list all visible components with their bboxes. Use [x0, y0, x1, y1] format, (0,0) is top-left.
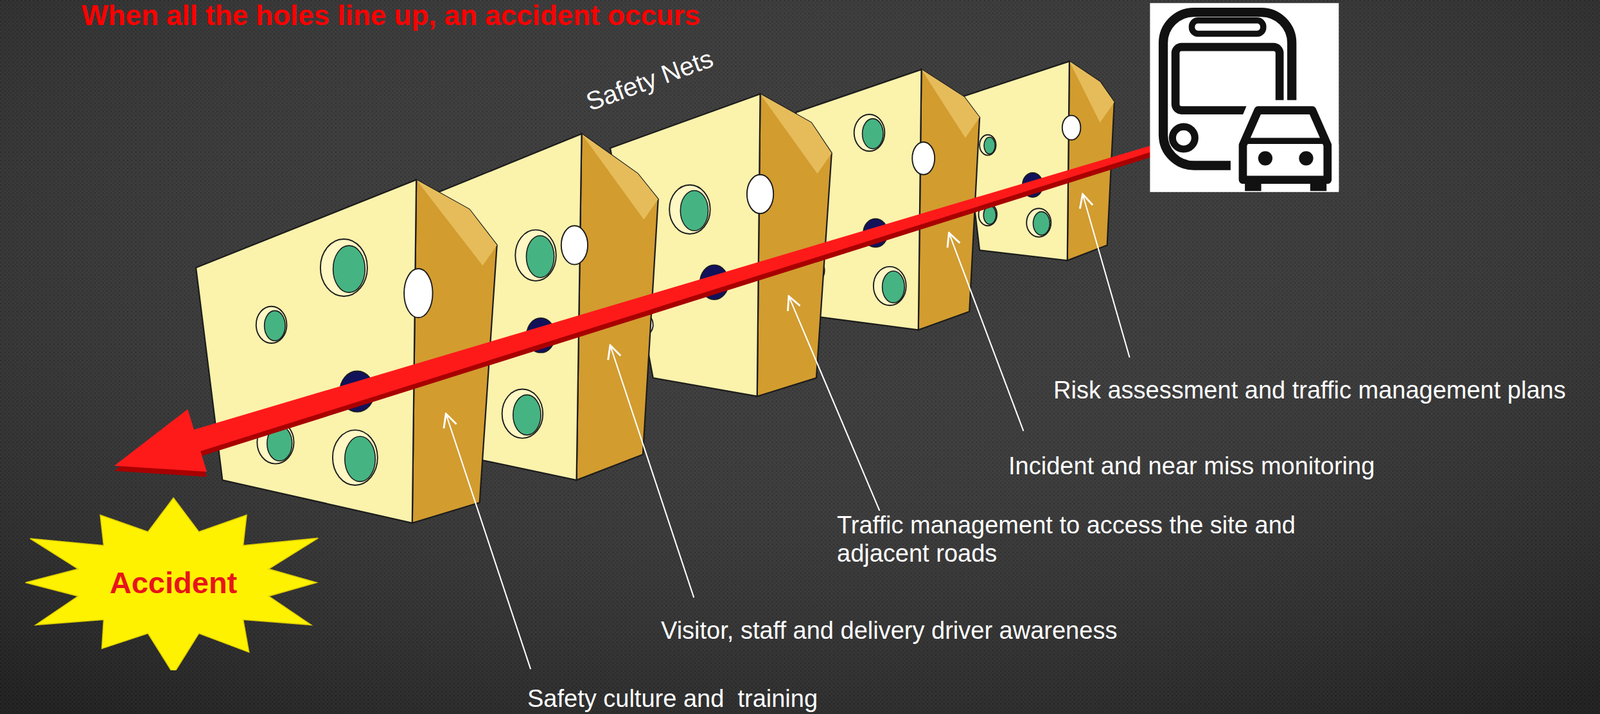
cheese-hole-inner	[344, 436, 376, 482]
accident-burst: Accident	[10, 494, 337, 670]
leader-line	[610, 344, 694, 598]
car-light	[1258, 150, 1273, 166]
cheese-hole	[1026, 208, 1051, 238]
car-window-line	[1246, 138, 1324, 145]
cheese-hole-inner	[513, 394, 541, 435]
cheese-hole-inner	[333, 245, 366, 293]
leader-line	[445, 413, 531, 669]
layer-label: Incident and near miss monitoring	[1008, 452, 1375, 481]
cheese-hole-inner	[882, 271, 906, 304]
leader-lines	[445, 193, 1130, 669]
cheese-hole-inner	[984, 136, 995, 154]
hazard-arrow	[114, 145, 1155, 477]
burst-outline	[25, 497, 319, 670]
cheese-slice	[195, 179, 498, 523]
cheese-hole	[854, 114, 886, 151]
cheese-edge-hole	[912, 141, 935, 175]
accident-text: Accident	[109, 564, 238, 600]
bus-sign	[1192, 20, 1264, 35]
leader-line	[788, 296, 880, 511]
cheese-hole	[515, 229, 557, 281]
cheese-hole-inner	[526, 235, 554, 278]
icon-background	[1149, 3, 1339, 193]
arrow-body	[114, 145, 1155, 472]
cheese-hole-inner	[264, 310, 286, 341]
cheese-hole-inner	[862, 118, 884, 150]
cheese-edge-hole	[404, 268, 433, 318]
cheese-edge-hole	[1062, 115, 1082, 141]
layer-label: Risk assessment and traffic management p…	[1053, 376, 1566, 405]
slice-side-highlight	[760, 93, 832, 174]
slide-title: When all the holes line up, an accident …	[81, 0, 701, 31]
cheese-hole-inner	[1032, 211, 1050, 235]
layer-label: Safety culture and training	[527, 684, 818, 713]
cheese-hole	[873, 266, 907, 306]
car-wheel	[1310, 177, 1327, 192]
slice-side-highlight	[581, 133, 659, 220]
car-gap	[1236, 105, 1333, 190]
cheese-hole	[332, 429, 378, 485]
cheese-slice	[961, 61, 1115, 261]
vehicle-icon	[1149, 3, 1339, 193]
layer-label: Traffic management to access the site an…	[836, 511, 1364, 568]
car-wheel	[1244, 177, 1261, 192]
slice-side-highlight	[1069, 61, 1115, 123]
cheese-hole-inner	[680, 190, 708, 231]
leader-line	[948, 232, 1024, 431]
bus-light	[1172, 126, 1195, 150]
layer-label: Visitor, staff and delivery driver aware…	[660, 616, 1117, 645]
slice-face	[195, 179, 417, 523]
slice-side-highlight	[416, 179, 498, 266]
cheese-hole	[320, 238, 368, 297]
cheese-hole	[979, 134, 996, 156]
cheese-hole	[502, 389, 544, 439]
cheese-hole	[256, 306, 288, 343]
leader-line	[1082, 193, 1130, 358]
cheese-edge-hole	[747, 174, 774, 214]
slice-side-highlight	[921, 69, 981, 138]
cheese-edge-hole	[561, 225, 588, 264]
cheese-hole	[669, 184, 711, 234]
car-body	[1242, 110, 1328, 180]
car-light	[1298, 150, 1313, 166]
cheese-slices	[195, 61, 1115, 523]
